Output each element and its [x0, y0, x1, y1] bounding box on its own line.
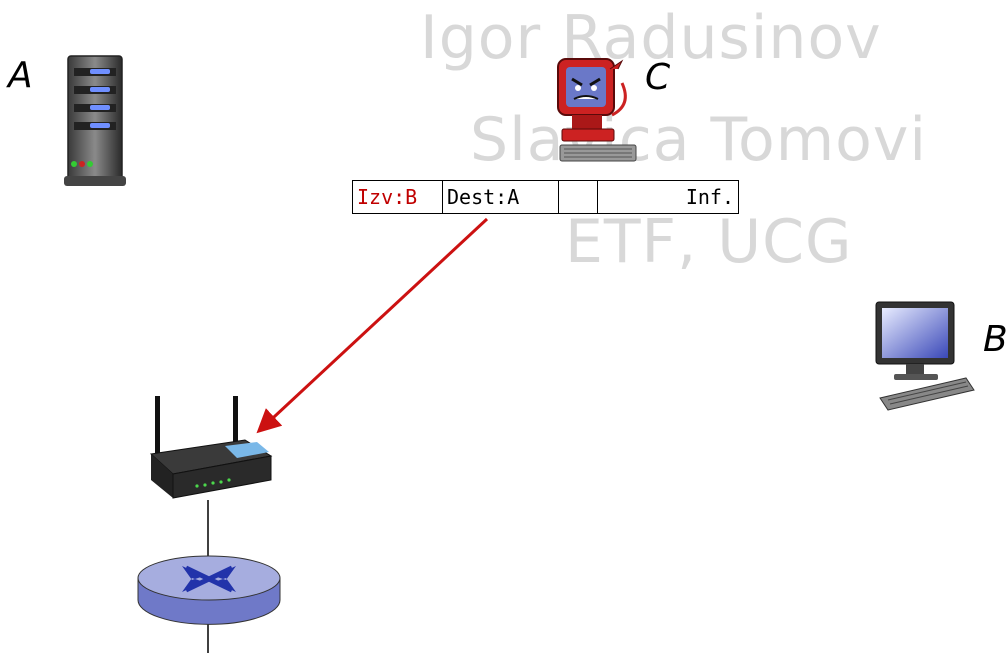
packet-source-field: Izv:B: [353, 181, 443, 213]
node-b-label: B: [983, 319, 1008, 360]
watermark-line-2: Slavica Tomovi: [470, 105, 928, 175]
watermark-line-3: ETF, UCG: [565, 207, 853, 277]
spoofed-packet-arrow: [256, 217, 489, 434]
attacker-computer-icon: [557, 58, 637, 162]
router-icon: [137, 555, 281, 625]
node-a-label: A: [8, 55, 33, 96]
wireless-router-icon: [149, 396, 273, 499]
packet-payload-field: Inf.: [685, 185, 734, 209]
packet-frame: Izv:B Dest:A Inf.: [352, 180, 739, 214]
packet-destination-field: Dest:A: [443, 181, 559, 213]
watermark-line-1: Igor Radusinov: [420, 3, 882, 73]
node-c-label: C: [645, 57, 671, 98]
server-icon: [64, 55, 126, 186]
packet-empty-field: [559, 181, 598, 213]
computer-icon: [875, 301, 975, 411]
